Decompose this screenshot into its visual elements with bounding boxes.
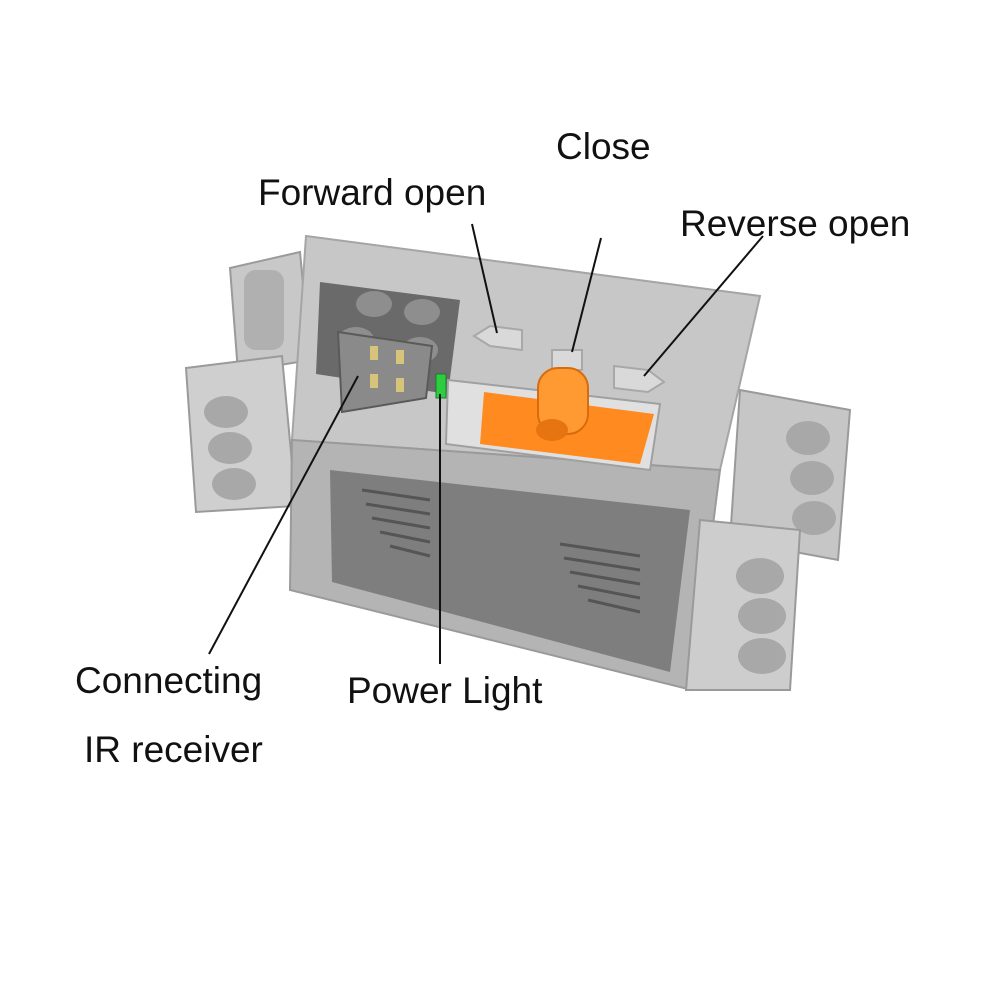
- battery-cover: [330, 470, 690, 672]
- forward-arrow-marker: [472, 324, 523, 352]
- leader-lines: [208, 223, 764, 664]
- ir-connector-plate: [316, 282, 460, 414]
- power-light-label: Power Light: [347, 670, 543, 711]
- orange-switch: [480, 367, 654, 464]
- leader-reverse: [643, 235, 764, 377]
- reverse-arrow-marker: [613, 364, 666, 394]
- ir-receiver-label: IR receiver: [84, 729, 263, 770]
- leader-connecting: [208, 375, 359, 655]
- forward-open-label: Forward open: [258, 172, 487, 213]
- leader-close: [571, 237, 602, 353]
- vent-slats-left: [361, 488, 431, 558]
- close-label: Close: [556, 126, 651, 167]
- vent-slats-right: [559, 542, 641, 614]
- left-front-bracket: [184, 354, 298, 514]
- leader-forward: [471, 223, 498, 334]
- reverse-open-label: Reverse open: [680, 203, 911, 244]
- connecting-label: Connecting: [75, 660, 263, 701]
- right-front-bracket: [684, 518, 802, 691]
- right-rear-bracket: [728, 388, 852, 562]
